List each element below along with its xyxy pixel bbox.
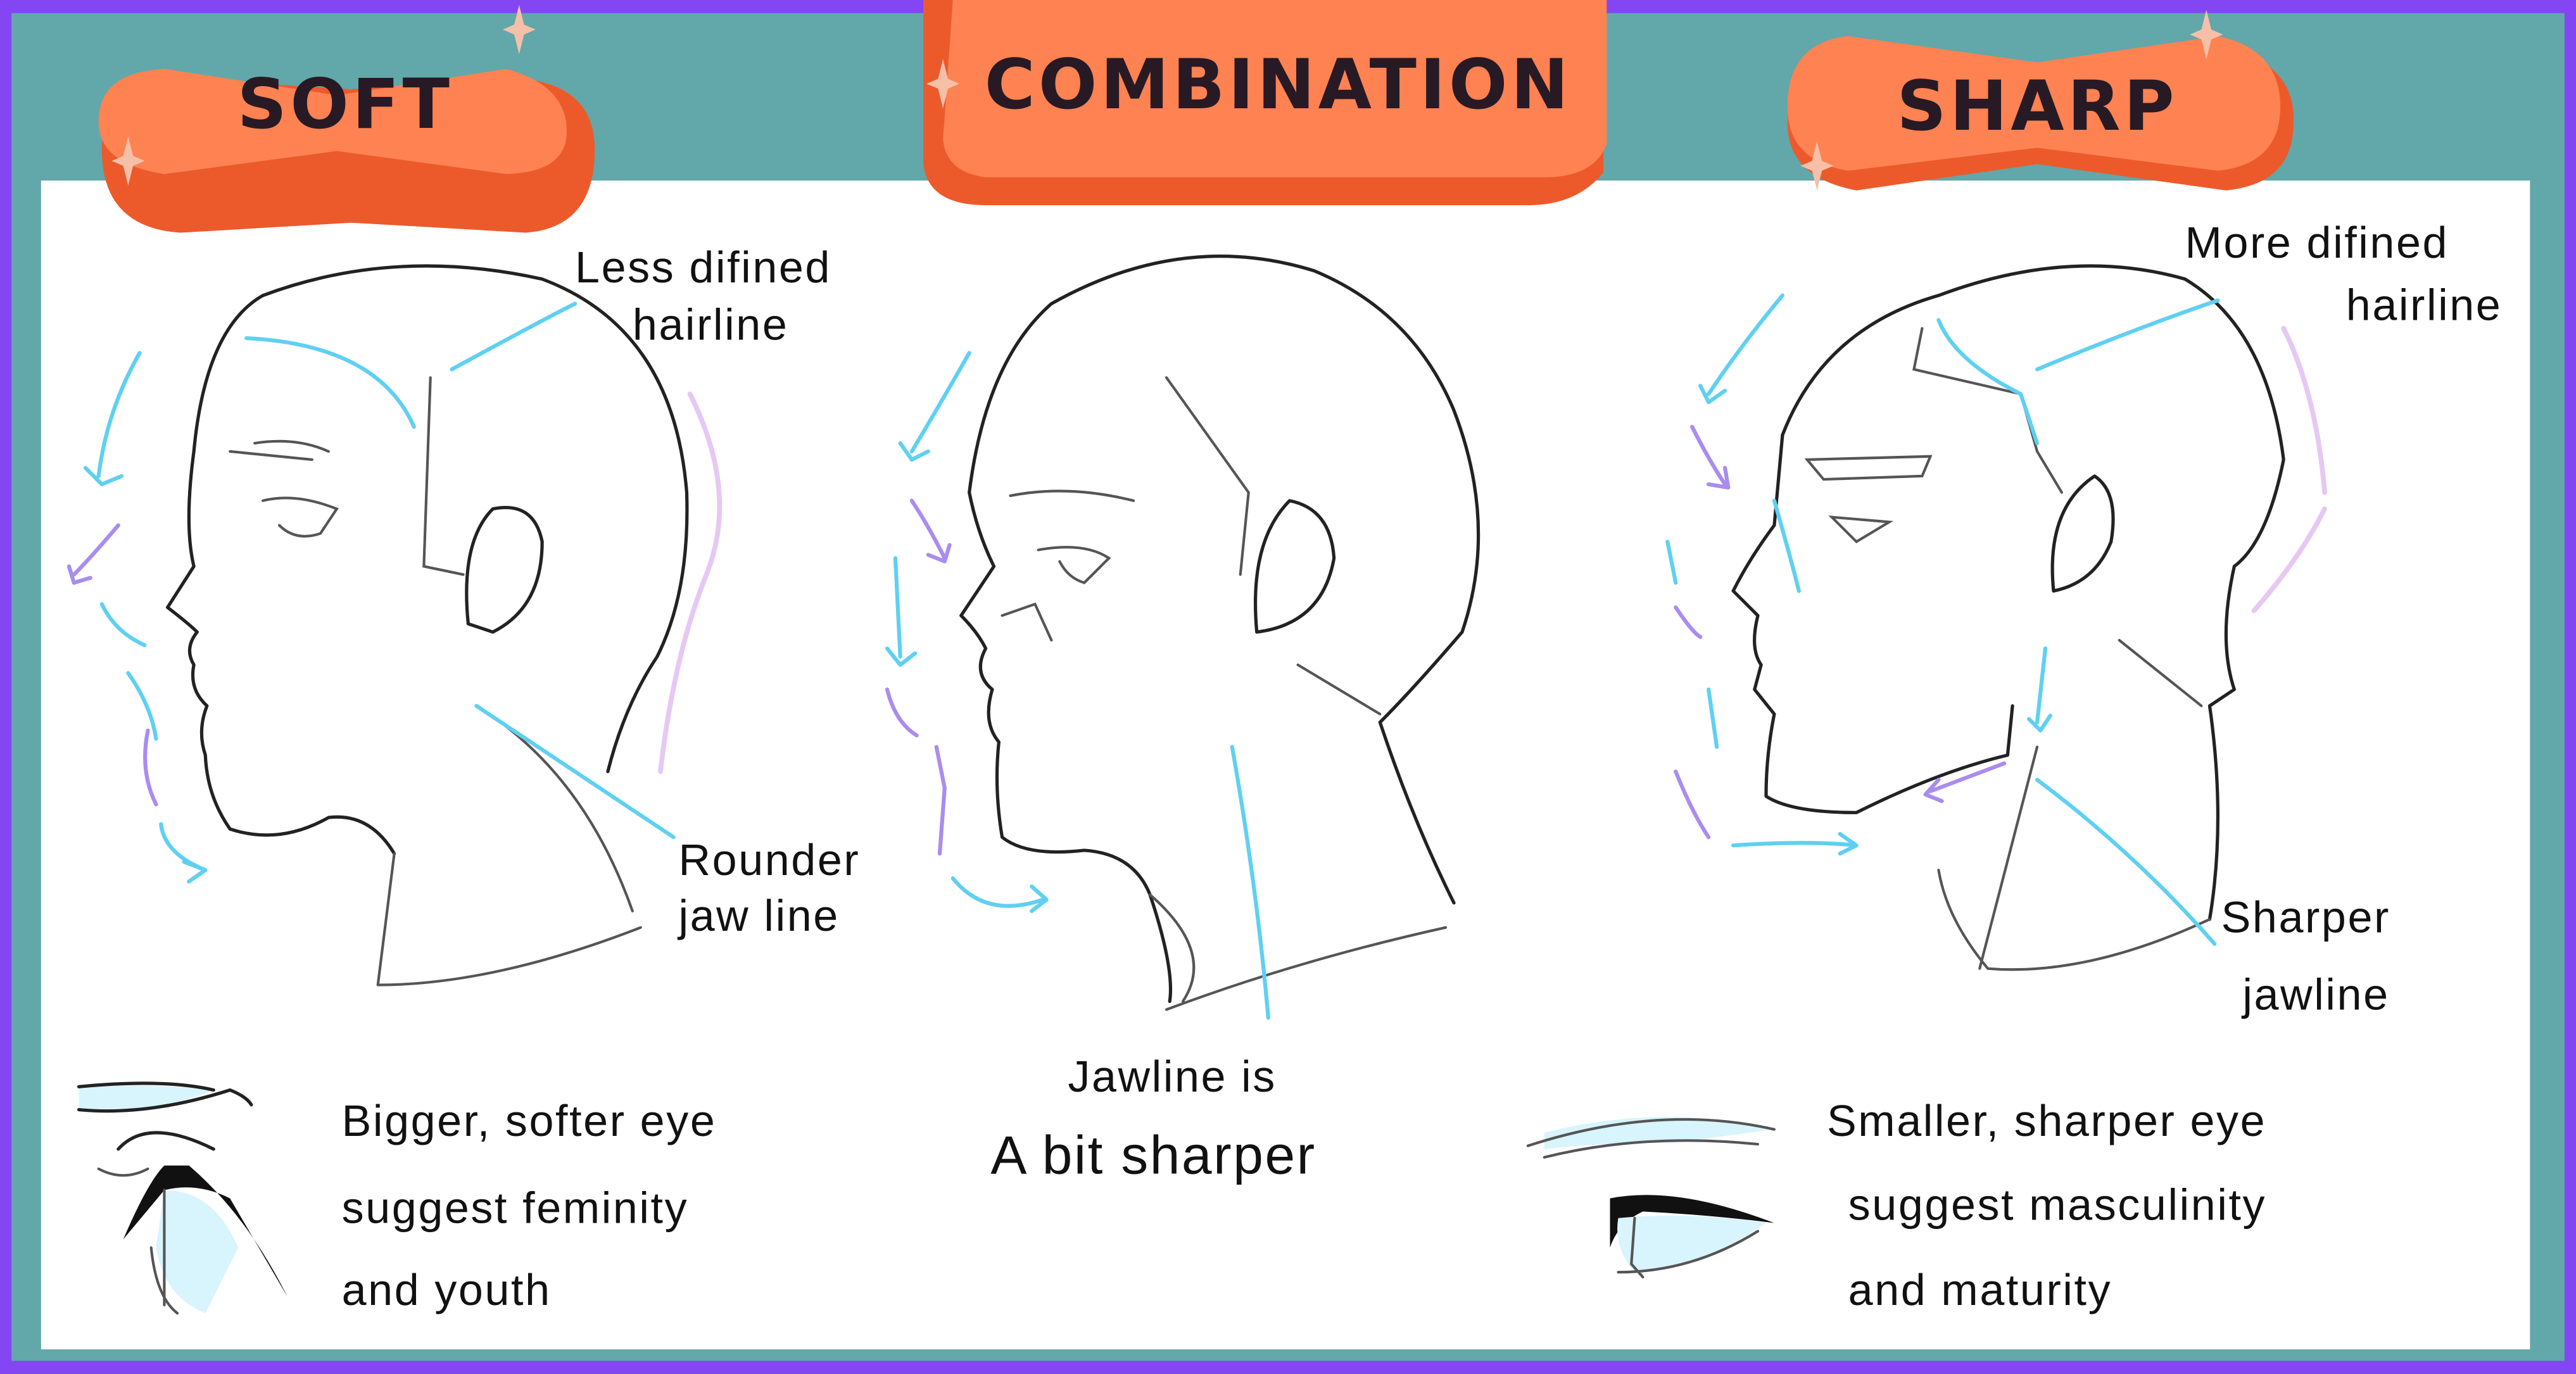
soft-jaw-note-line2: jaw line <box>677 891 839 940</box>
soft-head-sketch <box>66 264 723 986</box>
sharp-eye-note-line1: Smaller, sharper eye <box>1827 1096 2266 1145</box>
sparkle-icon <box>926 59 960 109</box>
badge-soft-label: SOFT <box>237 64 453 144</box>
badge-combination: COMBINATION <box>923 0 1607 206</box>
sharp-head-sketch <box>1665 264 2327 971</box>
sparkle-icon <box>1800 141 1834 191</box>
sharp-hairline-note-line2: hairline <box>2346 280 2503 330</box>
sharp-eye-note-line2: suggest masculinity <box>1848 1180 2266 1229</box>
combination-jaw-note-line2: A bit sharper <box>990 1126 1316 1186</box>
combination-head-sketch <box>885 255 1481 1020</box>
soft-eye-note-line3: and youth <box>342 1265 552 1314</box>
sparkle-icon <box>111 136 145 186</box>
sharp-eye-note-line3: and maturity <box>1848 1265 2112 1314</box>
badge-sharp: SHARP <box>1787 9 2294 191</box>
sharp-hairline-note-line1: More difined <box>2185 218 2449 267</box>
soft-hairline-note-line1: Less difined <box>575 243 831 292</box>
badge-sharp-label: SHARP <box>1897 66 2178 146</box>
badge-combination-label: COMBINATION <box>985 44 1572 125</box>
badge-soft: SOFT <box>98 4 595 233</box>
sharp-jaw-note-line2: jawline <box>2241 969 2389 1019</box>
sharp-eye-sketch <box>1526 1117 1776 1279</box>
soft-jaw-note-line1: Rounder <box>678 835 860 885</box>
sharp-jaw-note-line1: Sharper <box>2221 893 2390 942</box>
white-panel <box>41 180 2530 1350</box>
combination-jaw-note-line1: Jawline is <box>1068 1052 1277 1101</box>
soft-eye-note-line1: Bigger, softer eye <box>342 1096 717 1145</box>
soft-hairline-note-line2: hairline <box>633 300 789 350</box>
sparkle-icon <box>2190 9 2223 60</box>
soft-eye-sketch <box>77 1081 288 1315</box>
sparkle-icon <box>502 4 536 54</box>
soft-eye-note-line2: suggest feminity <box>342 1183 689 1233</box>
